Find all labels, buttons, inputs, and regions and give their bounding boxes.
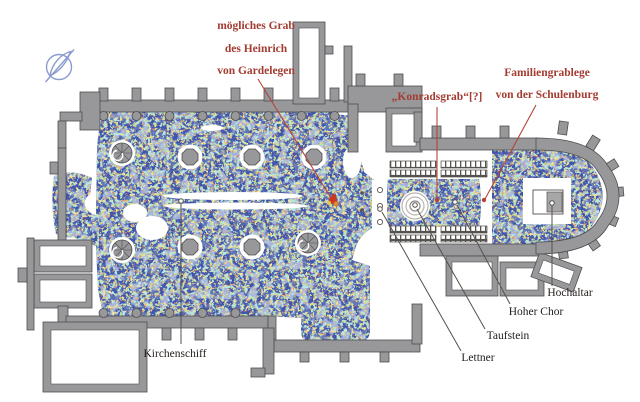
label-grave-heinrich-line1: mögliches Grab — [217, 20, 295, 32]
leader-marker-lettner — [377, 206, 383, 212]
label-kirchenschiff: Kirchenschiff — [143, 348, 206, 360]
leader-taufstein — [416, 208, 486, 330]
label-konradsgrab: „Konradsgrab“[?] — [392, 91, 483, 103]
leader-marker-taufstein — [412, 202, 418, 208]
label-hochaltar: Hochaltar — [547, 287, 593, 299]
choir-stalls — [389, 160, 488, 243]
leader-marker-hochaltar — [549, 200, 555, 206]
leader-marker-kirchenschiff — [178, 198, 184, 204]
spiral-staircase-icon — [111, 142, 133, 164]
leader-hoher-chor — [456, 204, 511, 305]
north-wall — [87, 87, 353, 121]
label-lettner: Lettner — [461, 352, 494, 364]
label-familiengrablege-line1: Familiengrablege — [504, 67, 590, 79]
labels: mögliches Grab des Heinrich von Gardeleg… — [143, 20, 598, 364]
rood-screen — [360, 186, 384, 226]
apse — [535, 120, 625, 260]
label-taufstein: Taufstein — [487, 330, 530, 342]
southwest-rooms — [42, 321, 148, 393]
spiral-staircase-icon — [297, 232, 319, 254]
north-tower — [292, 21, 353, 105]
leader-lettner — [381, 211, 462, 352]
leader-dot-konradsgrab — [434, 197, 440, 203]
label-grave-heinrich-line3: von Gardelegen — [217, 65, 295, 77]
leader-familiengrablege — [484, 104, 537, 200]
northwest-corner-and-west-rooms — [17, 91, 101, 331]
north-arrow-icon — [44, 49, 75, 83]
leader-grave-heinrich — [257, 78, 332, 199]
leader-dot-familiengrablege — [481, 197, 487, 203]
leader-lines-black — [178, 198, 555, 352]
northeast-block — [347, 73, 423, 153]
leader-marker-hoher-chor — [452, 199, 458, 205]
high-altar — [532, 189, 564, 215]
nave-piers — [181, 148, 323, 256]
leader-lines-red — [257, 78, 537, 203]
label-grave-heinrich-line2: des Heinrich — [225, 43, 288, 55]
label-hoher-chor: Hoher Chor — [509, 306, 564, 318]
label-familiengrablege-line2: von der Schulenburg — [496, 89, 599, 101]
spiral-staircase-icon — [111, 239, 133, 261]
